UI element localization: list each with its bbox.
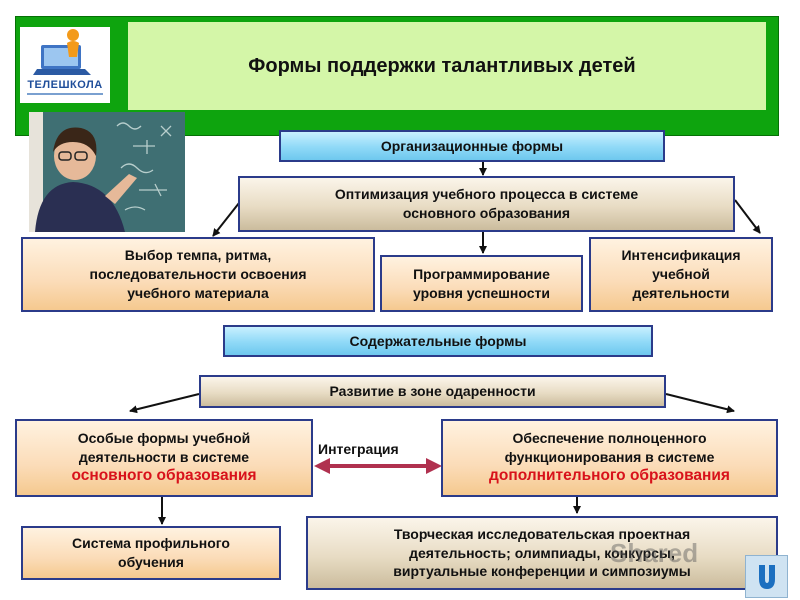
profile-system-box: Система профильного обучения — [21, 526, 281, 580]
tempo-choice-box: Выбор темпа, ритма, последовательности о… — [21, 237, 375, 312]
giftedness-development-box: Развитие в зоне одаренности — [199, 375, 666, 408]
creative-activity-line-1: Творческая исследовательская проектная — [393, 525, 691, 542]
organizational-forms-heading: Организационные формы — [279, 130, 665, 162]
intensification-line-3: деятельности — [632, 284, 730, 301]
intensification-line-2: учебной — [652, 266, 710, 283]
photo-boy-at-chalkboard — [29, 112, 185, 232]
arrow-to-special-forms — [129, 393, 200, 414]
teleschool-logo-icon: ТЕЛЕШКОЛА — [20, 27, 110, 103]
watermark: Shared — [610, 538, 699, 568]
creative-activity-box: Творческая исследовательская проектная д… — [306, 516, 778, 590]
tempo-choice-line-2: последовательности освоения — [89, 266, 307, 283]
title-panel: Формы поддержки талантливых детей — [128, 22, 766, 110]
special-forms-line-3: основного образования — [71, 467, 257, 485]
success-programming-box: Программирование уровня успешности — [380, 255, 583, 312]
return-u-icon — [758, 564, 775, 589]
laptop-figure-icon — [33, 29, 91, 75]
full-provision-box: Обеспечение полноценного функционировани… — [441, 419, 778, 497]
full-provision-line-1: Обеспечение полноценного — [512, 429, 707, 446]
logo-underline — [27, 93, 103, 95]
success-programming-line-2: уровня успешности — [412, 284, 551, 301]
page-title: Формы поддержки талантливых детей — [248, 54, 636, 77]
tempo-choice-line-1: Выбор темпа, ритма, — [124, 247, 272, 264]
content-forms-heading: Содержательные формы — [223, 325, 653, 357]
creative-activity-line-3: виртуальные конференции и симпозиумы — [393, 563, 691, 580]
arrow-to-tempo-choice — [212, 202, 240, 237]
integration-double-arrow — [314, 458, 442, 474]
arrow-to-full-provision — [665, 393, 735, 414]
arrow-to-intensification — [734, 199, 761, 234]
integration-label: Интеграция — [318, 441, 399, 457]
full-provision-line-2: функционирования в системе — [504, 448, 715, 465]
profile-system-line-1: Система профильного — [72, 535, 230, 552]
optimization-box: Оптимизация учебного процесса в системе … — [238, 176, 735, 232]
logo-text: ТЕЛЕШКОЛА — [27, 79, 103, 91]
special-forms-line-2: деятельности в системе — [78, 448, 250, 465]
return-button[interactable] — [745, 555, 788, 598]
creative-activity-line-2: деятельность; олимпиады, конкурсы, — [409, 544, 675, 561]
full-provision-line-3: дополнительного образования — [489, 467, 730, 485]
intensification-box: Интенсификация учебной деятельности — [589, 237, 773, 312]
success-programming-line-1: Программирование — [413, 265, 550, 282]
profile-system-line-2: обучения — [118, 554, 184, 570]
intensification-line-1: Интенсификация — [621, 247, 741, 264]
tempo-choice-line-3: учебного материала — [127, 284, 269, 301]
optimization-line-2: основного образования — [402, 205, 571, 221]
special-forms-line-1: Особые формы учебной — [77, 429, 251, 446]
optimization-line-1: Оптимизация учебного процесса в системе — [334, 186, 639, 203]
special-forms-box: Особые формы учебной деятельности в сист… — [15, 419, 313, 497]
